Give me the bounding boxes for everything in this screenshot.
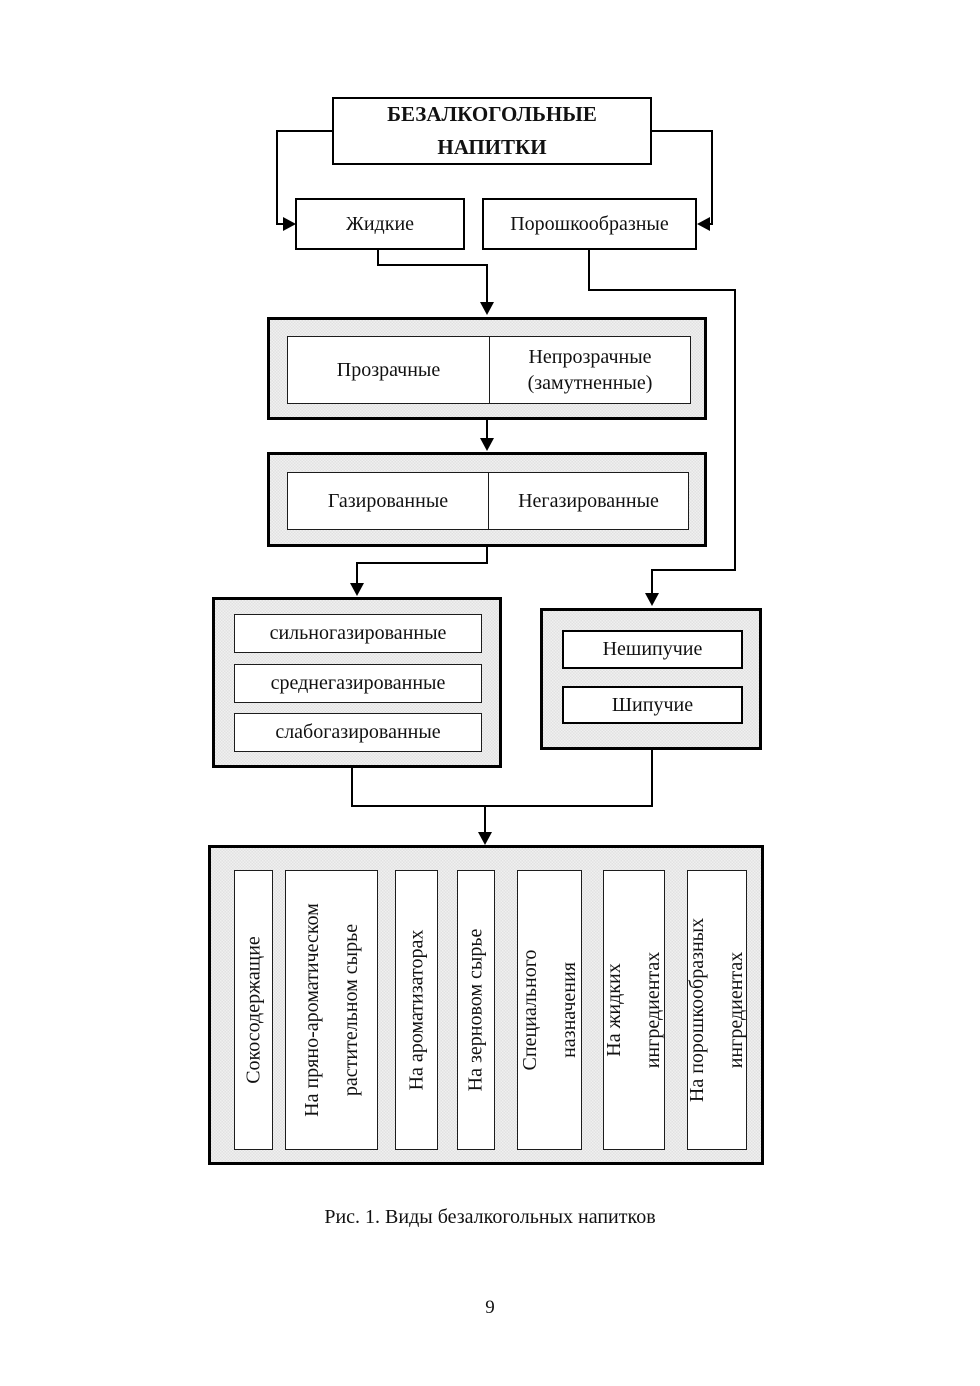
node-juice-containing: Сокосодержащие [234, 870, 273, 1150]
node-still: Негазированные [488, 473, 688, 529]
arrow-left-icon [697, 217, 710, 231]
arrow-down-icon [350, 583, 364, 596]
connector-line [588, 250, 590, 291]
arrow-down-icon [480, 302, 494, 315]
arrow-right-icon [283, 217, 296, 231]
connector-line [711, 130, 713, 225]
vertical-label: На пряно-ароматическом растительном сырь… [300, 903, 362, 1117]
arrow-down-icon [480, 438, 494, 451]
connector-line [377, 250, 379, 266]
group-base-types: Сокосодержащие На пряно-ароматическом ра… [208, 845, 764, 1165]
connector-line [651, 569, 653, 594]
node-medium-carbonated: среднегазированные [234, 664, 482, 703]
connector-line [651, 569, 736, 571]
page-number: 9 [485, 1297, 495, 1318]
node-non-fizzy: Нешипучие [562, 630, 743, 669]
vertical-label: На жидких ингредиентах [603, 951, 664, 1069]
figure-caption: Рис. 1. Виды безалкогольных напитков [324, 1206, 656, 1228]
node-transparent: Прозрачные [336, 359, 441, 381]
node-title: БЕЗАЛКОГОЛЬНЫЕ НАПИТКИ [332, 97, 652, 165]
connector-line [486, 264, 488, 304]
vertical-label: На порошкообразных ингредиентах [686, 917, 747, 1103]
node-special-purpose: Специального назначения [517, 870, 582, 1150]
node-aromatic-plant-raw: На пряно-ароматическом растительном сырь… [285, 870, 378, 1150]
node-opaque: Непрозрачные (замутненные) [489, 337, 690, 403]
clarity-split-box: Прозрачные Непрозрачные (замутненные) [287, 336, 691, 404]
connector-line [276, 130, 278, 225]
connector-line [351, 805, 653, 807]
connector-line [276, 130, 334, 132]
node-powdered: Порошкообразные [482, 198, 697, 250]
group-carbonation: Газированные Негазированные [267, 452, 707, 547]
vertical-label: На зерновом сырье [464, 928, 487, 1092]
connector-line [276, 223, 286, 225]
connector-line [377, 264, 488, 266]
carbonation-split-box: Газированные Негазированные [287, 472, 689, 530]
node-on-flavorings: На ароматизаторах [395, 870, 438, 1150]
connector-line [356, 562, 488, 564]
vertical-label: Сокосодержащие [242, 936, 264, 1084]
connector-line [734, 289, 736, 571]
connector-line [588, 289, 736, 291]
connector-line [486, 547, 488, 564]
node-light-carbonated: слабогазированные [234, 713, 482, 752]
connector-line [484, 805, 486, 834]
node-powdered-ingredients: На порошкообразных ингредиентах [686, 870, 747, 1150]
node-fizzy: Шипучие [562, 686, 743, 724]
node-strong-carbonated: сильногазированные [234, 614, 482, 653]
vertical-label: Специального назначения [518, 949, 580, 1071]
group-carbonation-levels: сильногазированные среднегазированные сл… [212, 597, 502, 768]
connector-line [356, 562, 358, 584]
connector-line [486, 420, 488, 440]
vertical-label: На ароматизаторах [405, 929, 427, 1091]
arrow-down-icon [645, 593, 659, 606]
group-fizz: Нешипучие Шипучие [540, 608, 762, 750]
node-liquid: Жидкие [295, 198, 465, 250]
group-clarity: Прозрачные Непрозрачные (замутненные) [267, 317, 707, 420]
node-carbonated: Газированные [327, 490, 449, 512]
connector-line [650, 130, 713, 132]
connector-line [351, 768, 353, 807]
arrow-down-icon [478, 832, 492, 845]
node-liquid-ingredients: На жидких ингредиентах [603, 870, 665, 1150]
node-grain-raw: На зерновом сырье [457, 870, 495, 1150]
connector-line [651, 750, 653, 807]
